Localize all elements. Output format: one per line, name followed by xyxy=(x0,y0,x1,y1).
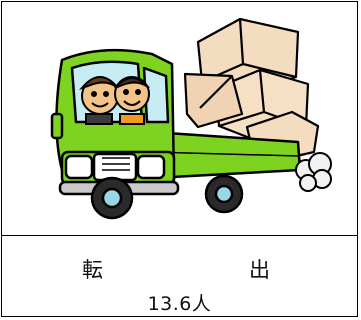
truck-icon xyxy=(50,17,332,220)
exhaust-cloud-icon xyxy=(295,152,332,192)
moving-truck-illustration xyxy=(2,2,357,235)
drivers xyxy=(79,76,150,125)
moving-out-card: 転 出 13.6人 xyxy=(1,1,358,317)
label-char-2: 出 xyxy=(249,258,270,282)
transfer-out-value: 13.6人 xyxy=(147,293,212,315)
cargo-boxes xyxy=(183,17,320,164)
divider xyxy=(2,235,357,236)
wheels xyxy=(90,174,244,220)
transfer-out-label: 転 出 xyxy=(2,254,357,282)
label-char-1: 転 xyxy=(82,258,103,282)
